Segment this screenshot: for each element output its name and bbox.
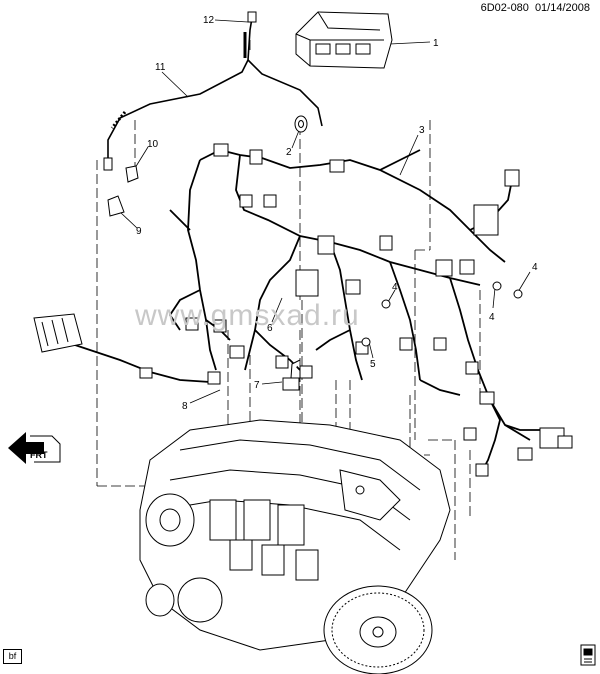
drawing-date: 01/14/2008 <box>534 2 590 14</box>
callout-4: 4 <box>489 312 495 323</box>
protective-cap <box>107 195 125 217</box>
front-arrow-icon: FRT <box>8 432 61 464</box>
drawing-header: 6D02-080 01/14/2008 <box>481 2 590 14</box>
grommet <box>294 115 308 133</box>
callout-9: 9 <box>136 226 142 237</box>
engine-control-module <box>295 11 393 69</box>
callout-labels: 1 2 3 4 4 4 5 6 7 8 9 10 11 12 <box>136 15 538 412</box>
bolt <box>361 281 523 347</box>
callout-3: 3 <box>419 125 425 136</box>
callout-10: 10 <box>147 139 159 150</box>
ground-bolt <box>103 11 257 171</box>
flywheel <box>323 585 433 674</box>
drawing-id: 6D02-080 <box>480 2 529 14</box>
harness-connectors <box>139 143 573 477</box>
callout-4: 4 <box>392 282 398 293</box>
harness-end-connector <box>33 313 83 353</box>
callout-4: 4 <box>532 262 538 273</box>
book-icon <box>580 644 596 666</box>
callout-5: 5 <box>370 359 376 370</box>
callout-1: 1 <box>433 38 439 49</box>
callout-8: 8 <box>182 401 188 412</box>
callout-2: 2 <box>286 147 292 158</box>
callout-6: 6 <box>267 323 273 334</box>
callout-7: 7 <box>254 380 260 391</box>
sensor <box>282 359 301 391</box>
callout-leaders <box>119 19 531 404</box>
corner-tag: bf <box>3 649 22 664</box>
callout-11: 11 <box>155 62 166 73</box>
callout-12: 12 <box>203 15 215 26</box>
front-label: FRT <box>30 450 48 460</box>
watermark: www.gmsxad.ru <box>134 299 360 332</box>
ground-strap-harness <box>107 17 323 160</box>
harness-clip <box>125 165 139 183</box>
